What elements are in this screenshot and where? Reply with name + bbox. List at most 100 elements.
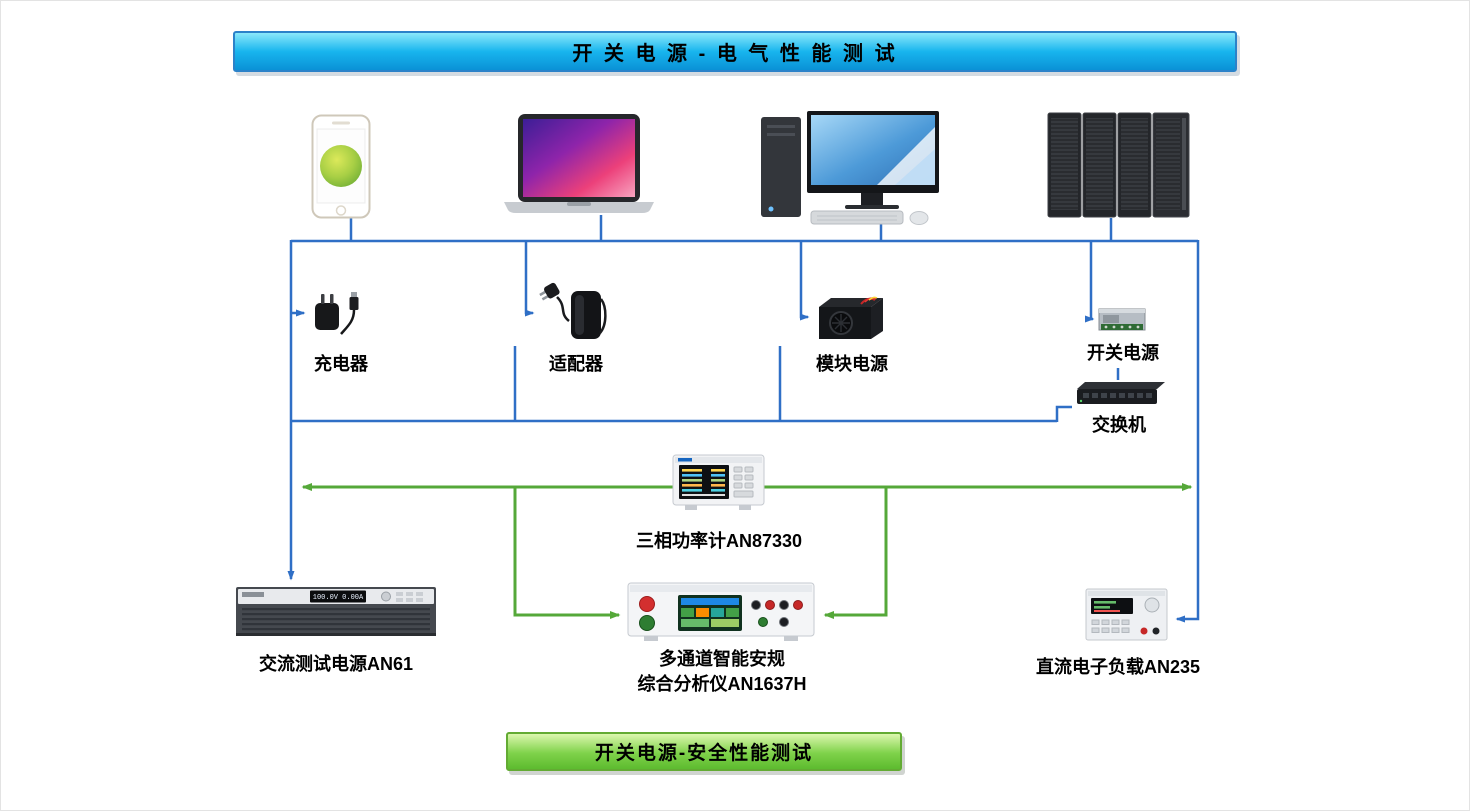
ac-buttons <box>396 592 423 602</box>
label-module-power: 模块电源 <box>816 354 888 374</box>
server-racks-image <box>1046 109 1191 226</box>
label-network-switch: 交换机 <box>1092 415 1146 435</box>
ac-bottom-edge <box>236 633 436 636</box>
network-switch-image <box>1073 375 1165 414</box>
power-meter-drawing <box>672 454 765 510</box>
usb-connector <box>351 292 357 298</box>
safety-analyzer-image <box>626 581 816 648</box>
server-rack-cabinet <box>1152 112 1190 218</box>
switch-top <box>1077 382 1165 389</box>
monitor-wallpaper-building-shade <box>895 149 935 185</box>
analyzer-terminals <box>751 600 803 627</box>
label-dc-load: 直流电子负载AN235 <box>1035 657 1201 677</box>
monitor-stand-base <box>845 205 899 209</box>
server-rack-cabinet <box>1047 112 1082 218</box>
psu-fan-grille <box>832 314 850 332</box>
server-racks-drawing <box>1047 112 1190 218</box>
label-adapter: 适配器 <box>549 354 603 374</box>
phone-wallpaper-logo <box>320 145 362 187</box>
laptop-screen <box>523 119 635 197</box>
charger-cable <box>340 309 356 335</box>
meter-foot <box>739 505 751 510</box>
wire-arrow-into-switching-power <box>1085 240 1095 323</box>
dc-load-image <box>1084 587 1169 652</box>
pc-tower-vent <box>767 125 795 128</box>
dcload-top-strip <box>1088 591 1165 596</box>
smartphone-image <box>311 114 371 224</box>
laptop-image <box>504 114 654 223</box>
pc-power-led <box>768 206 774 212</box>
meter-brand-mark <box>678 458 692 462</box>
wire-green-into-analyzer-left <box>513 488 621 619</box>
charger-drawing <box>315 292 359 335</box>
sps-vents <box>1103 315 1119 323</box>
dcload-display-readings <box>1094 601 1120 612</box>
laptop-base <box>504 202 654 213</box>
module-power-drawing <box>819 296 883 339</box>
server-rack-cabinet <box>1082 112 1117 218</box>
wire-arrow-into-module-power <box>799 240 810 321</box>
sps-terminal-screw <box>1112 325 1116 329</box>
charger-body <box>315 303 339 330</box>
sps-terminal-screw <box>1136 325 1140 329</box>
wire-green-into-analyzer-right <box>823 488 888 619</box>
phone-home-button <box>335 205 347 216</box>
server-rack-cabinet <box>1117 112 1152 218</box>
network-switch-drawing <box>1077 382 1165 404</box>
adapter-brick-highlight <box>575 295 584 335</box>
sps-terminal-screw <box>1104 325 1108 329</box>
charger-image <box>311 289 373 342</box>
switching-power-image <box>1098 304 1146 339</box>
keyboard <box>810 210 904 225</box>
dcload-buttons <box>1091 619 1130 633</box>
charger-prong <box>330 294 334 304</box>
adapter-dc-cable <box>598 298 607 334</box>
top-banner-title: 开 关 电 源 - 电 气 性 能 测 试 <box>572 43 898 65</box>
dcload-terminal-negative <box>1152 627 1160 635</box>
smartphone-drawing <box>311 114 371 219</box>
wire-right-main-to-dc-load <box>1175 240 1200 623</box>
analyzer-top-strip <box>630 585 812 592</box>
sps-terminal-screw <box>1120 325 1124 329</box>
label-power-meter: 三相功率计AN87330 <box>635 531 803 551</box>
meter-foot <box>685 505 697 510</box>
laptop-notch <box>567 202 591 206</box>
label-charger: 充电器 <box>314 354 368 374</box>
wire-arrow-into-adapter <box>524 240 535 317</box>
mouse <box>909 211 929 225</box>
dc-load-drawing <box>1085 588 1168 641</box>
sps-case-top <box>1099 309 1145 313</box>
monitor-stand <box>861 193 883 205</box>
ac-source-drawing: 100.0V 0.00A <box>236 587 436 636</box>
desktop-computer-image <box>759 109 941 232</box>
analyzer-stop-button <box>639 596 655 612</box>
adapter-drawing <box>539 282 607 339</box>
analyzer-screen-ui <box>681 598 739 627</box>
pc-tower-vent <box>767 133 795 136</box>
safety-analyzer-drawing <box>627 582 815 641</box>
adapter-image <box>539 279 611 346</box>
laptop-drawing <box>504 114 654 213</box>
dcload-knob <box>1144 597 1160 613</box>
module-power-image <box>815 291 887 348</box>
label-switching-power: 开关电源 <box>1087 343 1159 363</box>
adapter-cable <box>556 296 570 322</box>
power-meter-image <box>671 453 766 520</box>
adapter-ac-plug <box>539 282 560 301</box>
psu-wire-yellow <box>868 296 878 301</box>
bottom-banner: 开关电源-安全性能测试 <box>506 732 902 771</box>
ac-vent-grille <box>242 608 430 631</box>
switch-front <box>1077 389 1157 404</box>
pc-tower <box>761 117 801 217</box>
label-safety-analyzer-line2: 综合分析仪AN1637H <box>637 674 807 695</box>
usb-plug-body <box>349 297 359 310</box>
sps-terminal-screw <box>1128 325 1132 329</box>
switching-power-drawing <box>1098 308 1146 331</box>
psu-side <box>871 298 883 339</box>
ac-knob <box>381 591 391 602</box>
ac-source-image: 100.0V 0.00A <box>234 585 439 645</box>
label-safety-analyzer-line1: 多通道智能安规 <box>659 649 785 669</box>
charger-prong <box>321 294 325 304</box>
analyzer-foot <box>644 636 658 641</box>
